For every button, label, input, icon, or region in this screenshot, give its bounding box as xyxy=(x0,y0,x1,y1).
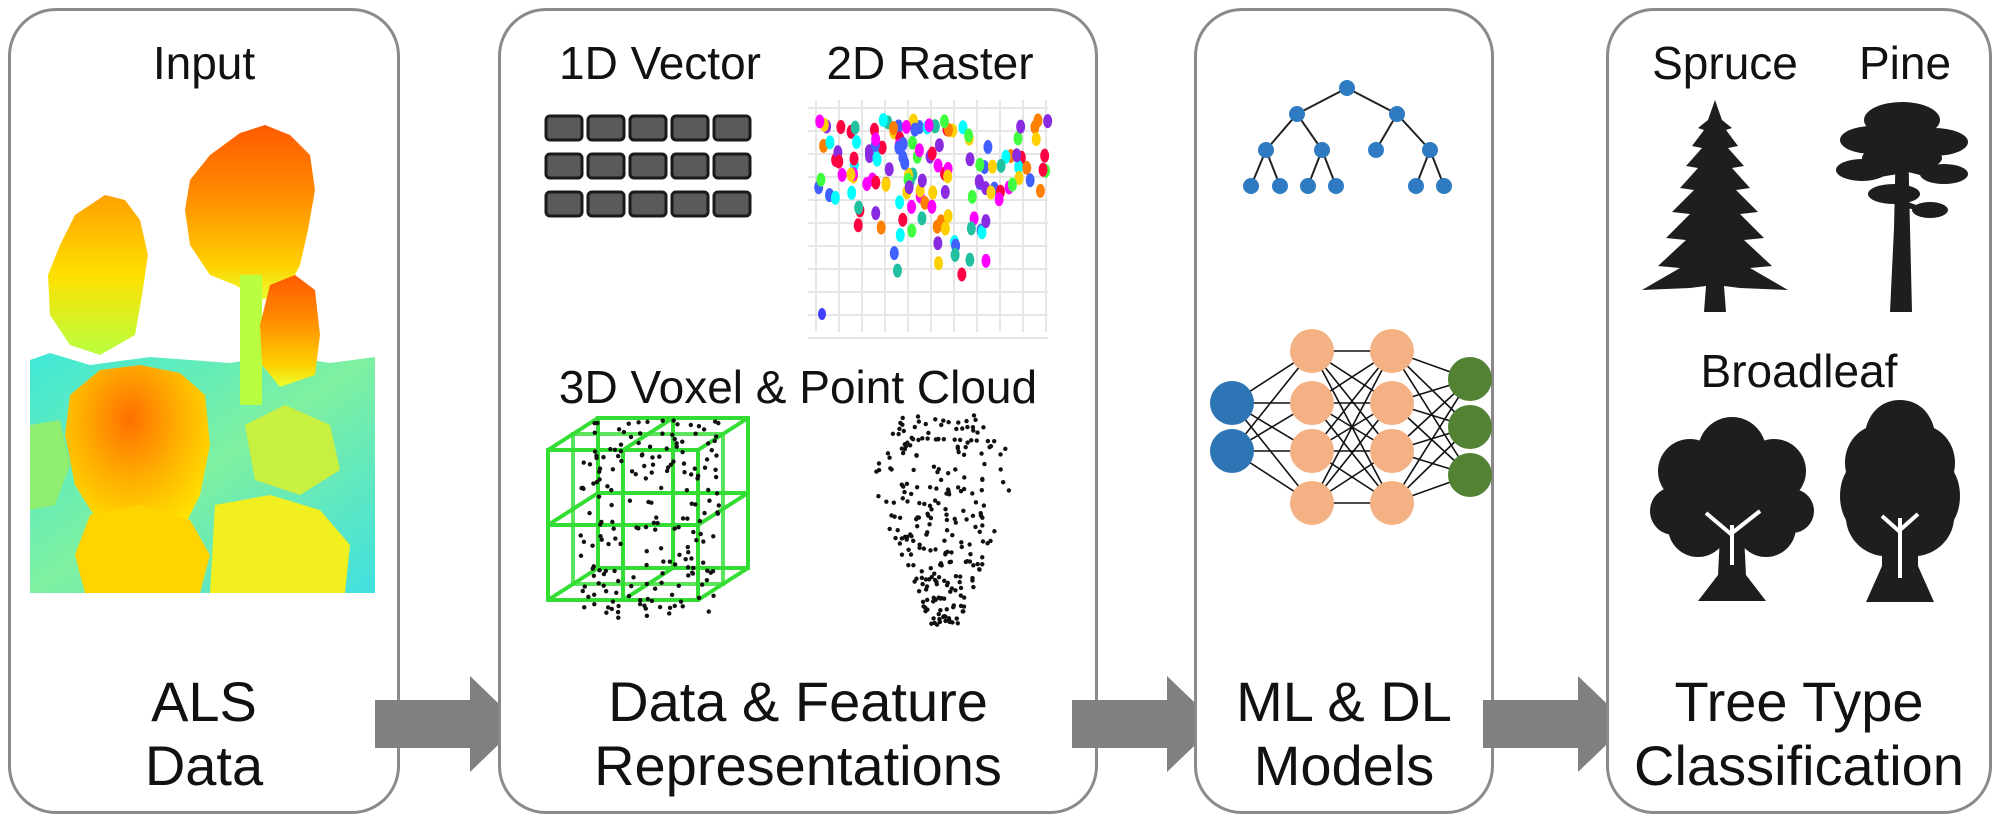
pine-tree-icon xyxy=(1836,102,1968,312)
als-point-cloud-image xyxy=(30,125,375,593)
vector-blocks-icon xyxy=(544,114,752,218)
label-broadleaf: Broadleaf xyxy=(1700,345,1898,397)
models-title-line1: ML & DL xyxy=(1236,670,1452,733)
neural-network-icon xyxy=(1210,329,1492,525)
spruce-tree-icon xyxy=(1642,100,1788,312)
arrow-icon xyxy=(375,676,520,772)
input-label: Input xyxy=(152,37,256,89)
repr-title-line1: Data & Feature xyxy=(608,670,988,733)
als-title-line1: ALS xyxy=(151,670,257,733)
label-spruce: Spruce xyxy=(1652,37,1798,89)
voxel-cube-image xyxy=(546,416,750,620)
classification-title-line1: Tree Type xyxy=(1674,670,1924,733)
label-2d-raster: 2D Raster xyxy=(826,37,1034,89)
models-title-line2: Models xyxy=(1253,734,1435,797)
arrow-icon xyxy=(1483,676,1628,772)
broadleaf-oval-tree-icon xyxy=(1840,400,1960,602)
raster-scatter-image xyxy=(808,100,1053,339)
arrow-icon xyxy=(1072,676,1217,772)
label-3d-voxel-point-cloud: 3D Voxel & Point Cloud xyxy=(558,361,1038,413)
label-pine: Pine xyxy=(1858,37,1952,89)
decision-tree-icon xyxy=(1243,80,1452,194)
repr-title-line2: Representations xyxy=(594,734,1002,797)
point-cloud-image xyxy=(874,413,1012,627)
label-1d-vector: 1D Vector xyxy=(559,37,761,89)
als-title-line2: Data xyxy=(144,734,264,797)
broadleaf-round-tree-icon xyxy=(1650,417,1814,601)
classification-title-line2: Classification xyxy=(1634,734,1964,797)
panel-representations xyxy=(498,8,1098,814)
